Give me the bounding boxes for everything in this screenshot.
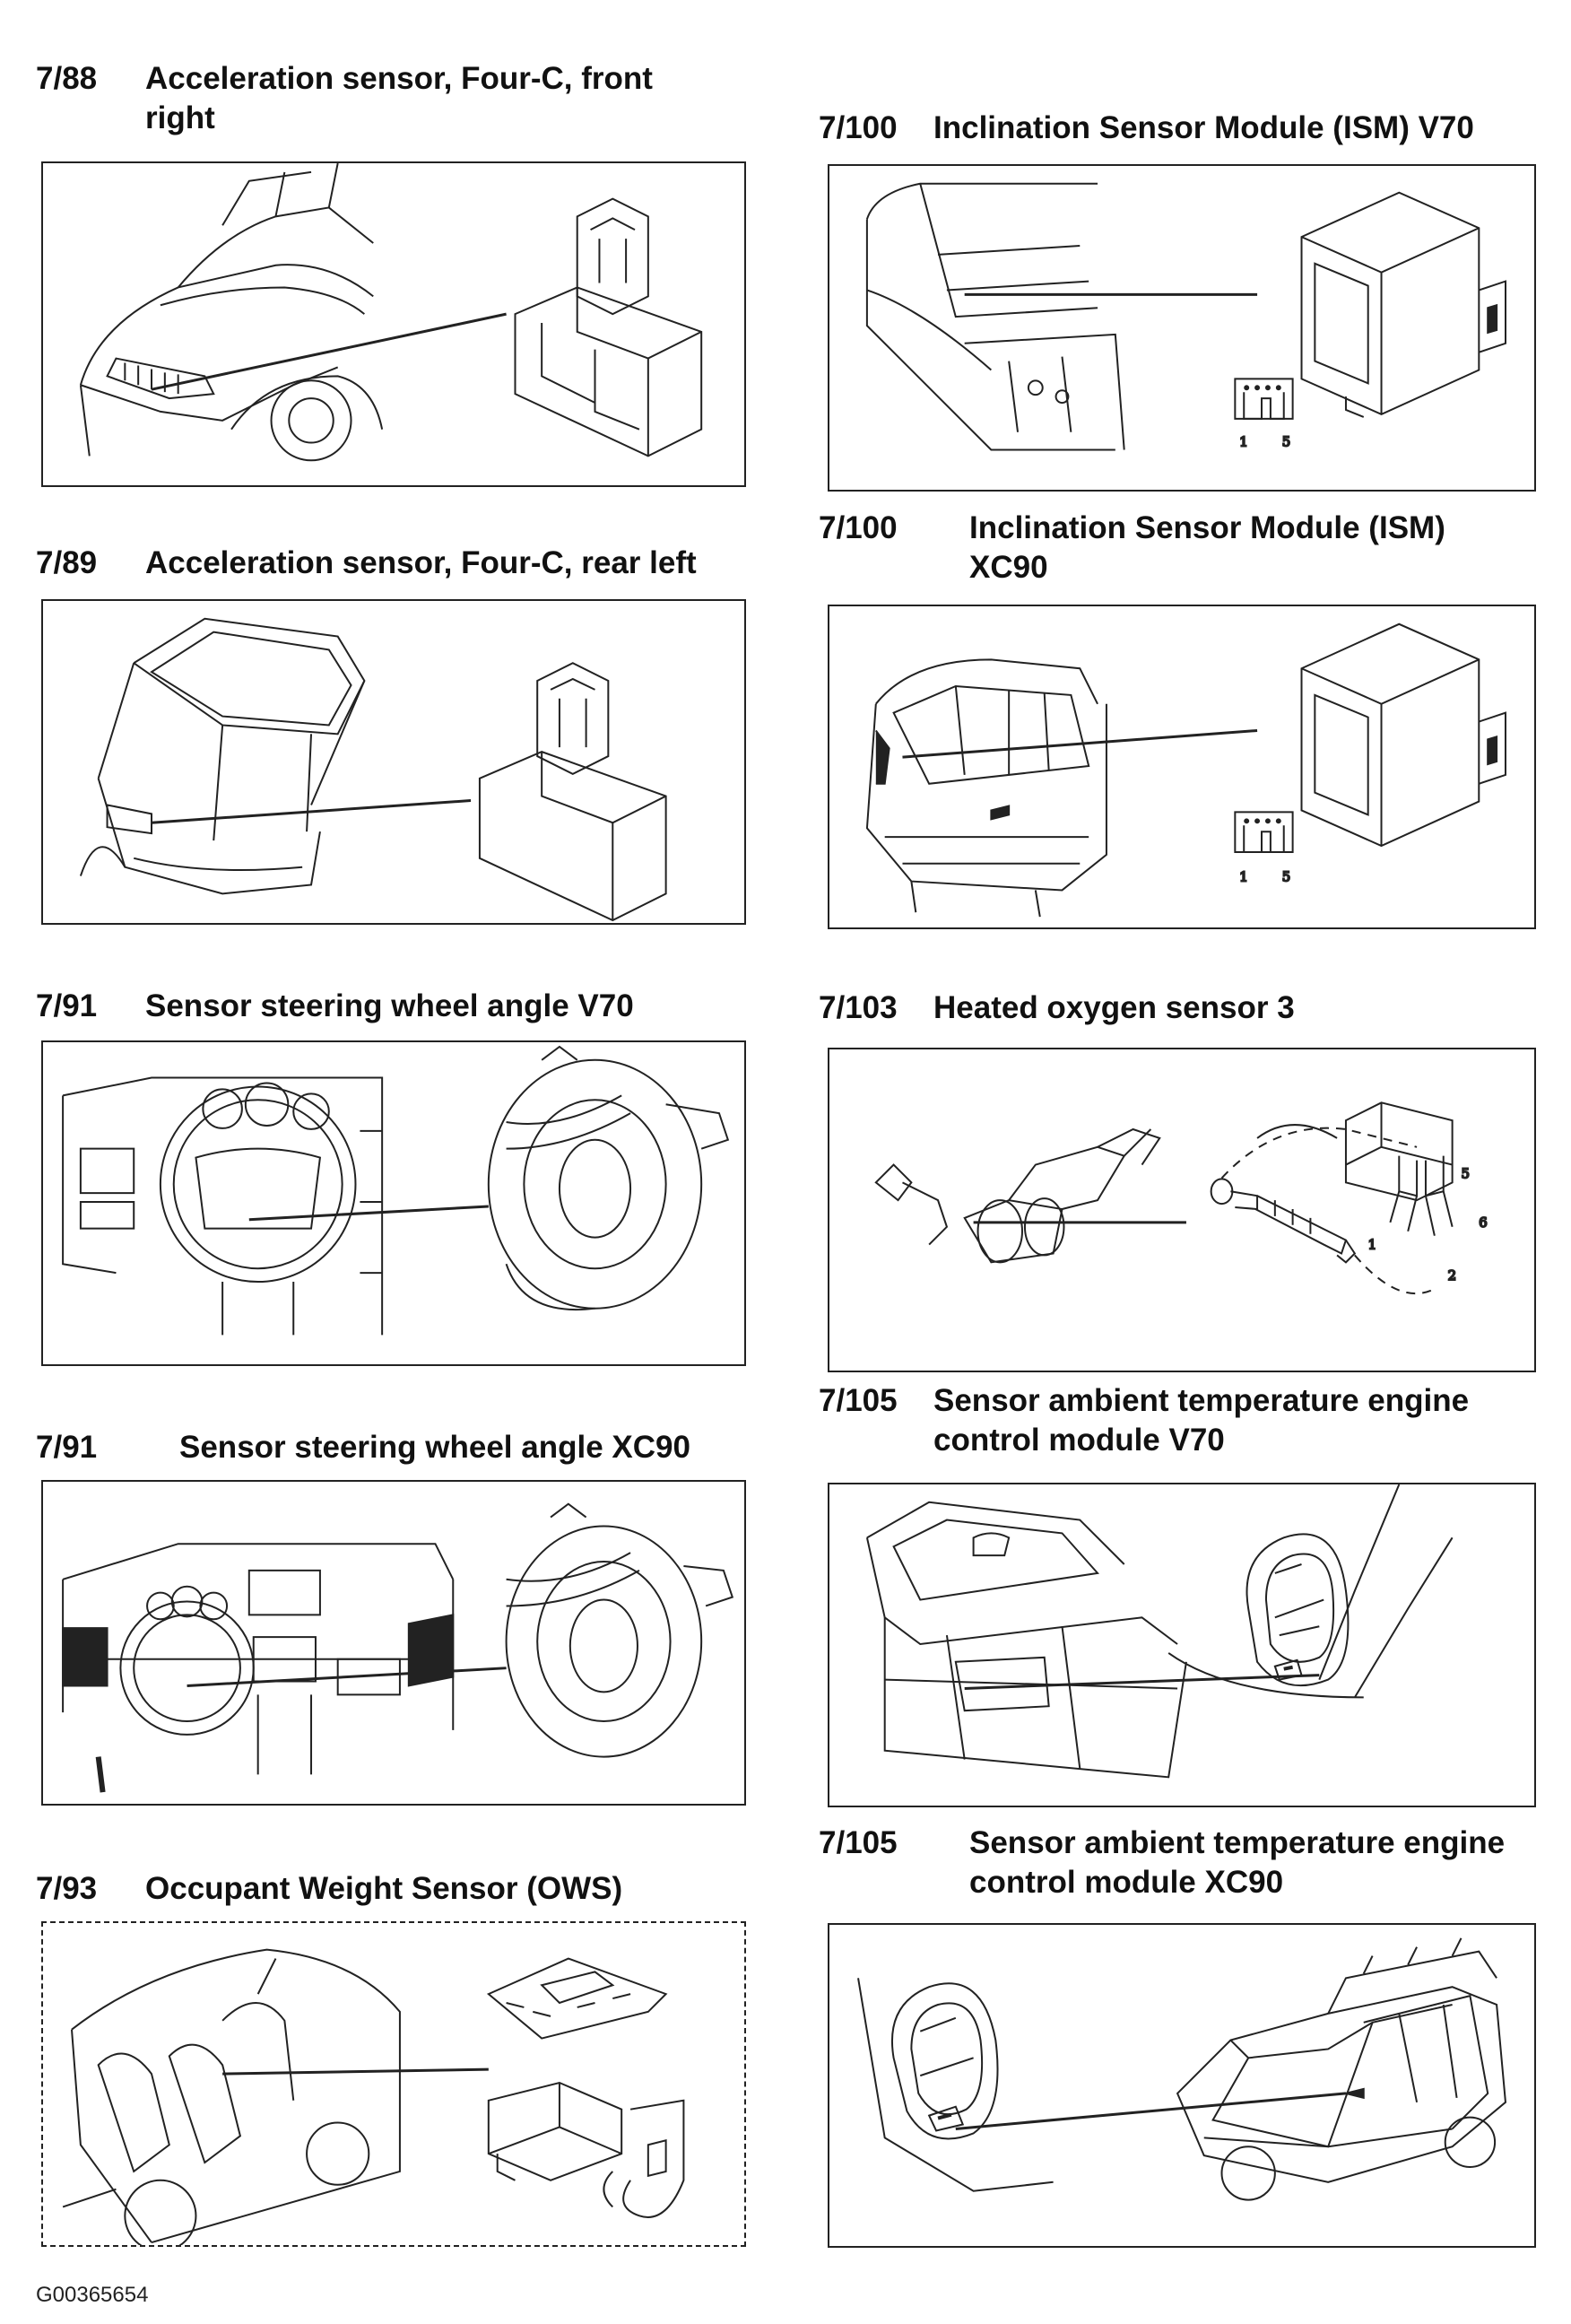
figure-code: 7/105 (819, 1825, 898, 1860)
pin-label: 5 (1282, 870, 1290, 885)
figure-front-right-acceleration-sensor (41, 161, 746, 487)
figure-code: 7/93 (36, 1871, 98, 1906)
pin-label: 1 (1368, 1238, 1376, 1253)
pin-label: 5 (1282, 435, 1290, 450)
figure-ambient-temperature-sensor-xc90 (828, 1923, 1536, 2248)
pin-label: 1 (1239, 435, 1247, 450)
figure-title: Sensor ambient temperature engine contro… (933, 1383, 1470, 1458)
pin-label: 2 (1448, 1268, 1456, 1284)
figure-rear-left-acceleration-sensor (41, 599, 746, 925)
figure-code: 7/89 (36, 545, 98, 580)
figure-title: Acceleration sensor, Four-C, front right (145, 61, 653, 135)
pin-label: 1 (1239, 870, 1247, 885)
figure-title: Sensor ambient temperature engine contro… (969, 1825, 1506, 1900)
figure-heated-oxygen-sensor: 5 6 1 2 (828, 1048, 1536, 1372)
figure-title: Inclination Sensor Module (ISM) V70 (933, 110, 1474, 145)
figure-steering-angle-sensor-v70 (41, 1040, 746, 1366)
figure-code: 7/88 (36, 61, 98, 96)
figure-code: 7/105 (819, 1383, 898, 1418)
figure-title: Sensor steering wheel angle XC90 (179, 1430, 690, 1465)
pin-label: 5 (1462, 1166, 1470, 1181)
figure-code: 7/91 (36, 1430, 98, 1465)
figure-title: Acceleration sensor, Four-C, rear left (145, 545, 697, 580)
figure-ambient-temperature-sensor-v70 (828, 1483, 1536, 1807)
figure-inclination-sensor-v70: 1 5 (828, 164, 1536, 492)
figure-title: Inclination Sensor Module (ISM) XC90 (969, 510, 1445, 585)
figure-code: 7/100 (819, 510, 898, 545)
document-code: G00365654 (36, 2283, 149, 2307)
figure-inclination-sensor-xc90: 1 5 (828, 605, 1536, 929)
figure-title: Sensor steering wheel angle V70 (145, 988, 634, 1023)
figure-occupant-weight-sensor (41, 1921, 746, 2247)
figure-title: Occupant Weight Sensor (OWS) (145, 1871, 623, 1906)
figure-code: 7/103 (819, 990, 898, 1025)
figure-code: 7/91 (36, 988, 98, 1023)
figure-code: 7/100 (819, 110, 898, 145)
figure-title: Heated oxygen sensor 3 (933, 990, 1295, 1025)
pin-label: 6 (1479, 1215, 1487, 1231)
figure-steering-angle-sensor-xc90 (41, 1480, 746, 1806)
